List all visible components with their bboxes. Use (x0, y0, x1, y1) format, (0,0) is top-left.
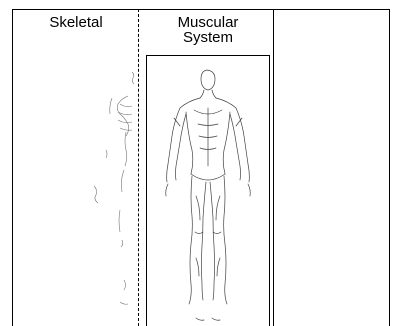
muscular-figure (0, 0, 403, 326)
